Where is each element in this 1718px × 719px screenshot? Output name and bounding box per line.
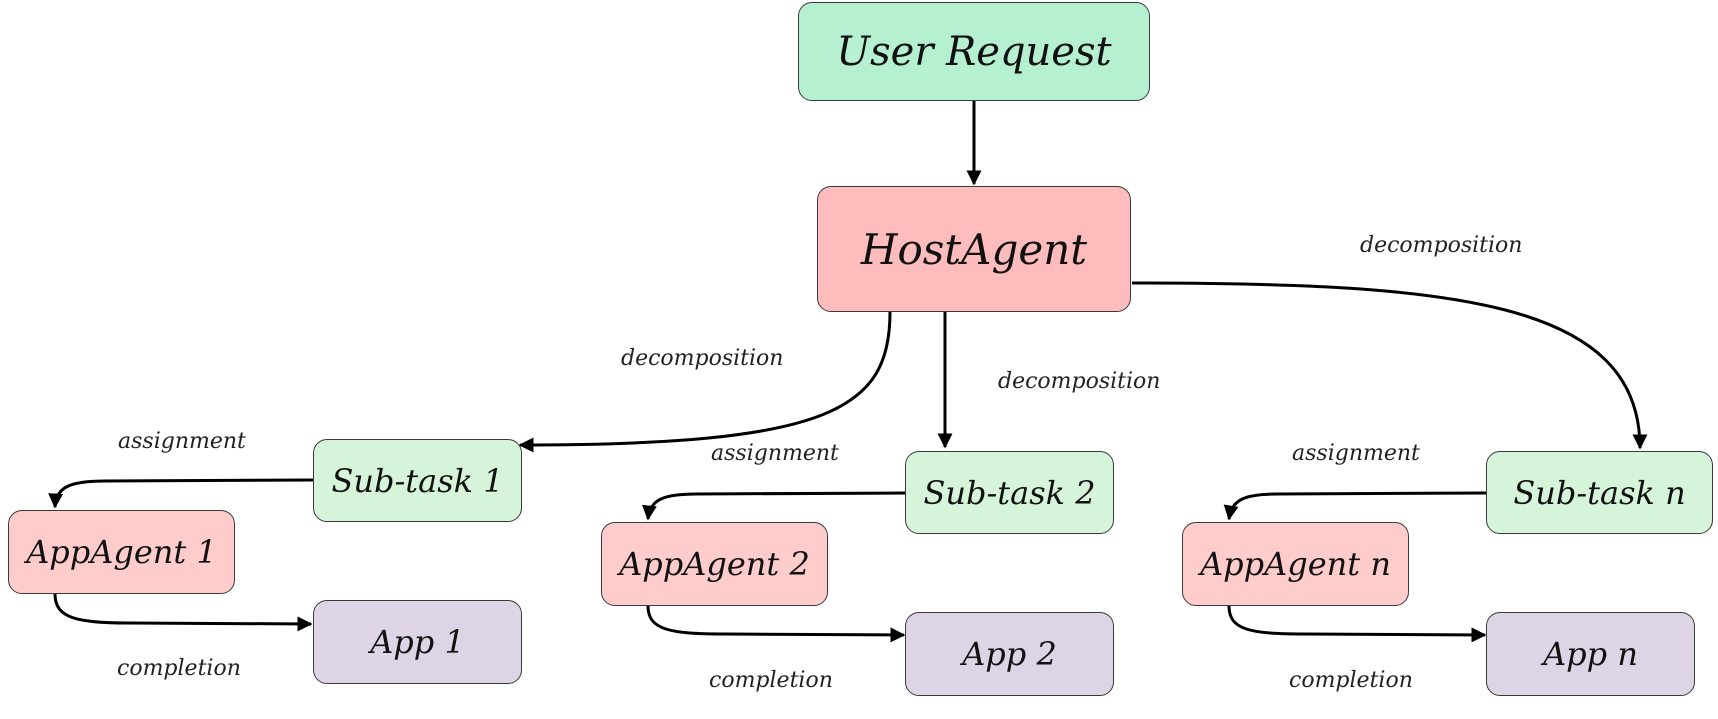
user-request-label: User Request	[836, 28, 1112, 75]
app-2-label: App 2	[962, 635, 1057, 673]
edge-host-to-subtask-n	[1131, 281, 1648, 450]
assignment-label-1: assignment	[118, 429, 246, 454]
edge-subtask-n-to-appagent-n	[1223, 491, 1487, 521]
decomposition-label-2: decomposition	[998, 369, 1161, 394]
appagent-1-node: AppAgent 1	[8, 510, 235, 594]
subtask-n-label: Sub-task n	[1513, 473, 1686, 512]
edge-appagent-2-to-app-2	[646, 605, 906, 643]
subtask-1-label: Sub-task 1	[331, 461, 504, 500]
assignment-label-2: assignment	[711, 441, 839, 466]
completion-label-n: completion	[1289, 668, 1413, 693]
host-agent-label: HostAgent	[860, 224, 1088, 274]
decomposition-label-n: decomposition	[1360, 233, 1523, 258]
appagent-1-label: AppAgent 1	[26, 533, 217, 571]
edge-subtask-1-to-appagent-1	[48, 478, 314, 509]
app-2-node: App 2	[905, 612, 1114, 696]
subtask-2-label: Sub-task 2	[923, 473, 1096, 512]
edge-appagent-1-to-app-1	[53, 593, 313, 632]
completion-label-2: completion	[709, 668, 833, 693]
subtask-n-node: Sub-task n	[1486, 451, 1713, 534]
edge-host-to-subtask-1	[518, 311, 892, 453]
decomposition-label-1: decomposition	[621, 346, 784, 371]
subtask-2-node: Sub-task 2	[905, 451, 1114, 534]
appagent-n-node: AppAgent n	[1182, 522, 1409, 606]
completion-label-1: completion	[117, 656, 241, 681]
app-n-label: App n	[1543, 635, 1638, 673]
appagent-2-node: AppAgent 2	[601, 522, 828, 606]
app-n-node: App n	[1486, 612, 1695, 696]
appagent-2-label: AppAgent 2	[619, 545, 810, 583]
edge-subtask-2-to-appagent-2	[641, 491, 906, 521]
host-agent-node: HostAgent	[817, 186, 1131, 312]
app-1-label: App 1	[370, 623, 465, 661]
appagent-n-label: AppAgent n	[1200, 545, 1391, 583]
subtask-1-node: Sub-task 1	[313, 439, 522, 522]
app-1-node: App 1	[313, 600, 522, 684]
user-request-node: User Request	[798, 2, 1150, 101]
assignment-label-n: assignment	[1292, 441, 1420, 466]
edge-appagent-n-to-app-n	[1227, 605, 1487, 643]
